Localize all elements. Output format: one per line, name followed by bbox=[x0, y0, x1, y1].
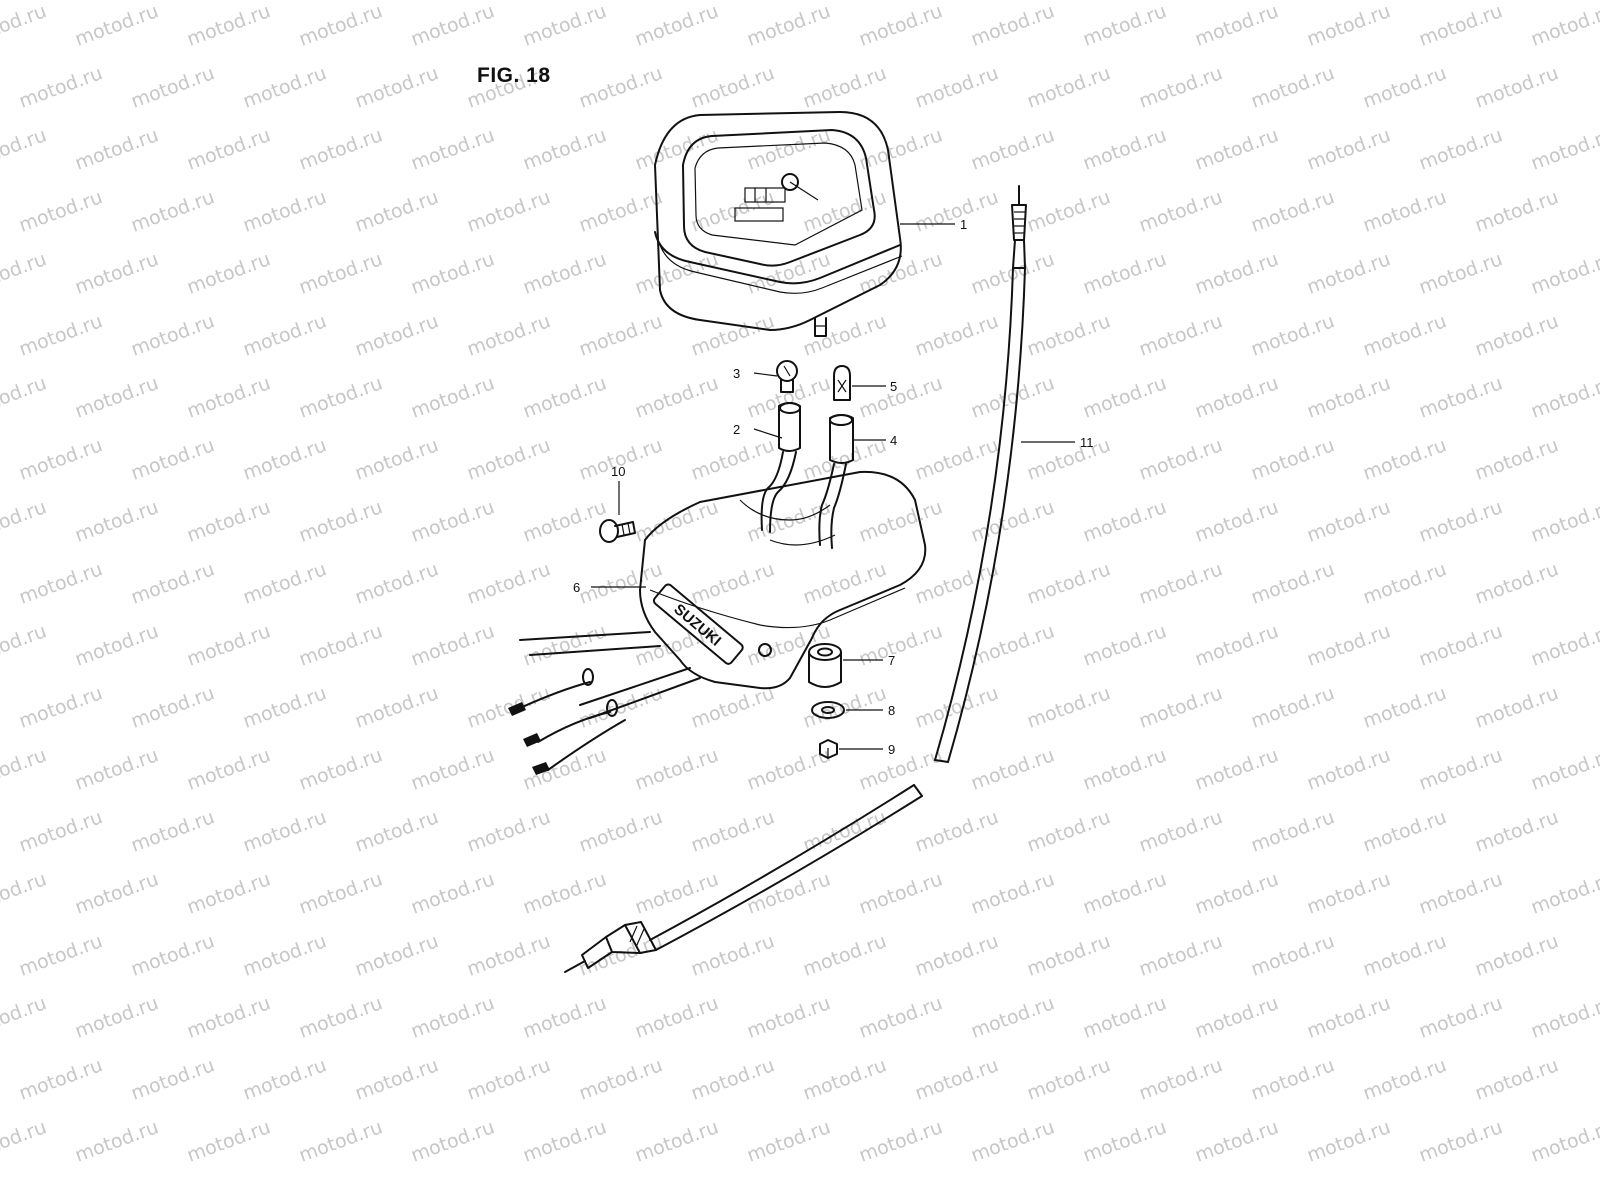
callout-6: 6 bbox=[573, 580, 580, 595]
bulb-socket-right bbox=[818, 414, 854, 549]
callout-1: 1 bbox=[960, 217, 967, 232]
meter-case: SUZUKI bbox=[508, 470, 927, 775]
callout-2: 2 bbox=[733, 422, 740, 437]
bulb-socket-left bbox=[760, 402, 801, 533]
callout-10: 10 bbox=[611, 464, 625, 479]
washer bbox=[811, 701, 845, 719]
callout-labels: 1 2 3 4 5 6 7 8 9 10 11 bbox=[573, 217, 1094, 757]
callout-7: 7 bbox=[888, 653, 895, 668]
leader-lines bbox=[591, 223, 1075, 750]
callout-9: 9 bbox=[888, 742, 895, 757]
figure-title: FIG. 18 bbox=[477, 64, 551, 87]
speedometer-unit bbox=[654, 111, 903, 337]
bulb-left bbox=[776, 360, 798, 393]
callout-5: 5 bbox=[890, 379, 897, 394]
callout-11: 11 bbox=[1080, 435, 1094, 450]
screw bbox=[599, 519, 636, 543]
nut bbox=[819, 739, 838, 759]
cushion bbox=[808, 643, 842, 688]
callout-4: 4 bbox=[890, 433, 897, 448]
speedometer-cable bbox=[564, 185, 1027, 973]
callout-8: 8 bbox=[888, 703, 895, 718]
bulb-right bbox=[833, 365, 851, 401]
callout-3: 3 bbox=[733, 366, 740, 381]
suzuki-logo: SUZUKI bbox=[652, 583, 744, 665]
